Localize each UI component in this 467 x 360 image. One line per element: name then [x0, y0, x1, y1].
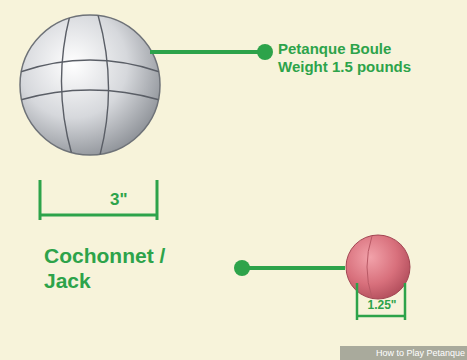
dimension-label: 3" — [110, 190, 154, 210]
jack-seam — [367, 236, 372, 298]
leader-line — [247, 266, 345, 270]
petanque-boule — [20, 15, 160, 155]
dimension-bracket — [357, 283, 405, 320]
watermark: How to Play Petanque — [344, 347, 465, 359]
watermark-band — [340, 346, 467, 360]
dimension-label: 1.25" — [360, 298, 404, 312]
leader-line — [150, 50, 260, 54]
leader-dot — [257, 44, 273, 60]
callout-text: Cochonnet / Jack — [44, 243, 194, 293]
dimension-bracket — [40, 180, 157, 220]
leader-dot — [234, 260, 250, 276]
callout-text: Petanque Boule Weight 1.5 pounds — [278, 40, 438, 76]
jack-ball — [346, 235, 410, 299]
